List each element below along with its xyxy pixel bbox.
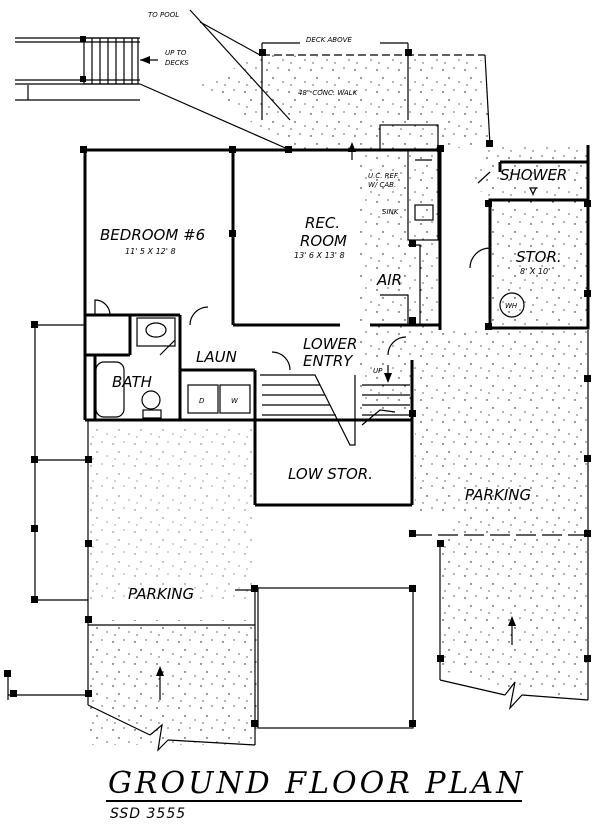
room-lower-entry-line2: ENTRY bbox=[303, 352, 354, 370]
room-air: AIR bbox=[376, 271, 402, 289]
exterior-stair bbox=[15, 9, 291, 151]
note-up-to: UP TO bbox=[165, 49, 187, 57]
note-water-heater: WH bbox=[505, 302, 518, 310]
note-decks: DECKS bbox=[165, 59, 189, 67]
room-laundry: LAUN bbox=[196, 348, 237, 366]
room-shower: SHOWER bbox=[500, 166, 567, 184]
room-parking-left: PARKING bbox=[128, 585, 194, 603]
note-uc-ref: U.C. REF. bbox=[368, 172, 399, 180]
room-low-stor: LOW STOR. bbox=[288, 465, 373, 483]
posts bbox=[4, 140, 591, 727]
note-with-cabinet: W/ CAB. bbox=[368, 181, 396, 189]
room-bedroom-name: BEDROOM #6 bbox=[100, 226, 205, 244]
room-rec-dims: 13' 6 X 13' 8 bbox=[294, 251, 345, 260]
room-rec-line1: REC. bbox=[305, 214, 340, 232]
room-rec-line2: ROOM bbox=[300, 232, 347, 250]
deck-above-outline bbox=[259, 42, 491, 146]
note-to-pool: TO POOL bbox=[148, 11, 179, 19]
room-bath: BATH bbox=[112, 373, 152, 391]
room-lower-entry-line1: LOWER bbox=[303, 335, 357, 353]
room-bedroom-dims: 11' 5 X 12' 8 bbox=[125, 247, 176, 256]
note-concrete-walk: 48" CONC. WALK bbox=[298, 89, 359, 97]
note-up: UP bbox=[373, 367, 383, 375]
dryer-label: D bbox=[199, 397, 205, 405]
concrete-stipple bbox=[88, 55, 588, 745]
plan-code: SSD 3555 bbox=[110, 806, 187, 822]
arrows bbox=[156, 142, 516, 700]
storage-building bbox=[469, 145, 590, 330]
room-stor-dims: 8' X 10' bbox=[520, 267, 550, 276]
building-walls bbox=[83, 124, 442, 507]
note-deck-above: DECK ABOVE bbox=[306, 36, 352, 44]
title-underline bbox=[106, 800, 522, 802]
room-stor-name: STOR. bbox=[516, 248, 562, 266]
room-parking-right: PARKING bbox=[465, 486, 531, 504]
note-sink: SINK bbox=[382, 208, 400, 216]
parking-outlines bbox=[7, 324, 589, 752]
washer-label: W bbox=[231, 397, 239, 405]
plan-title: GROUND FLOOR PLAN bbox=[108, 766, 526, 801]
